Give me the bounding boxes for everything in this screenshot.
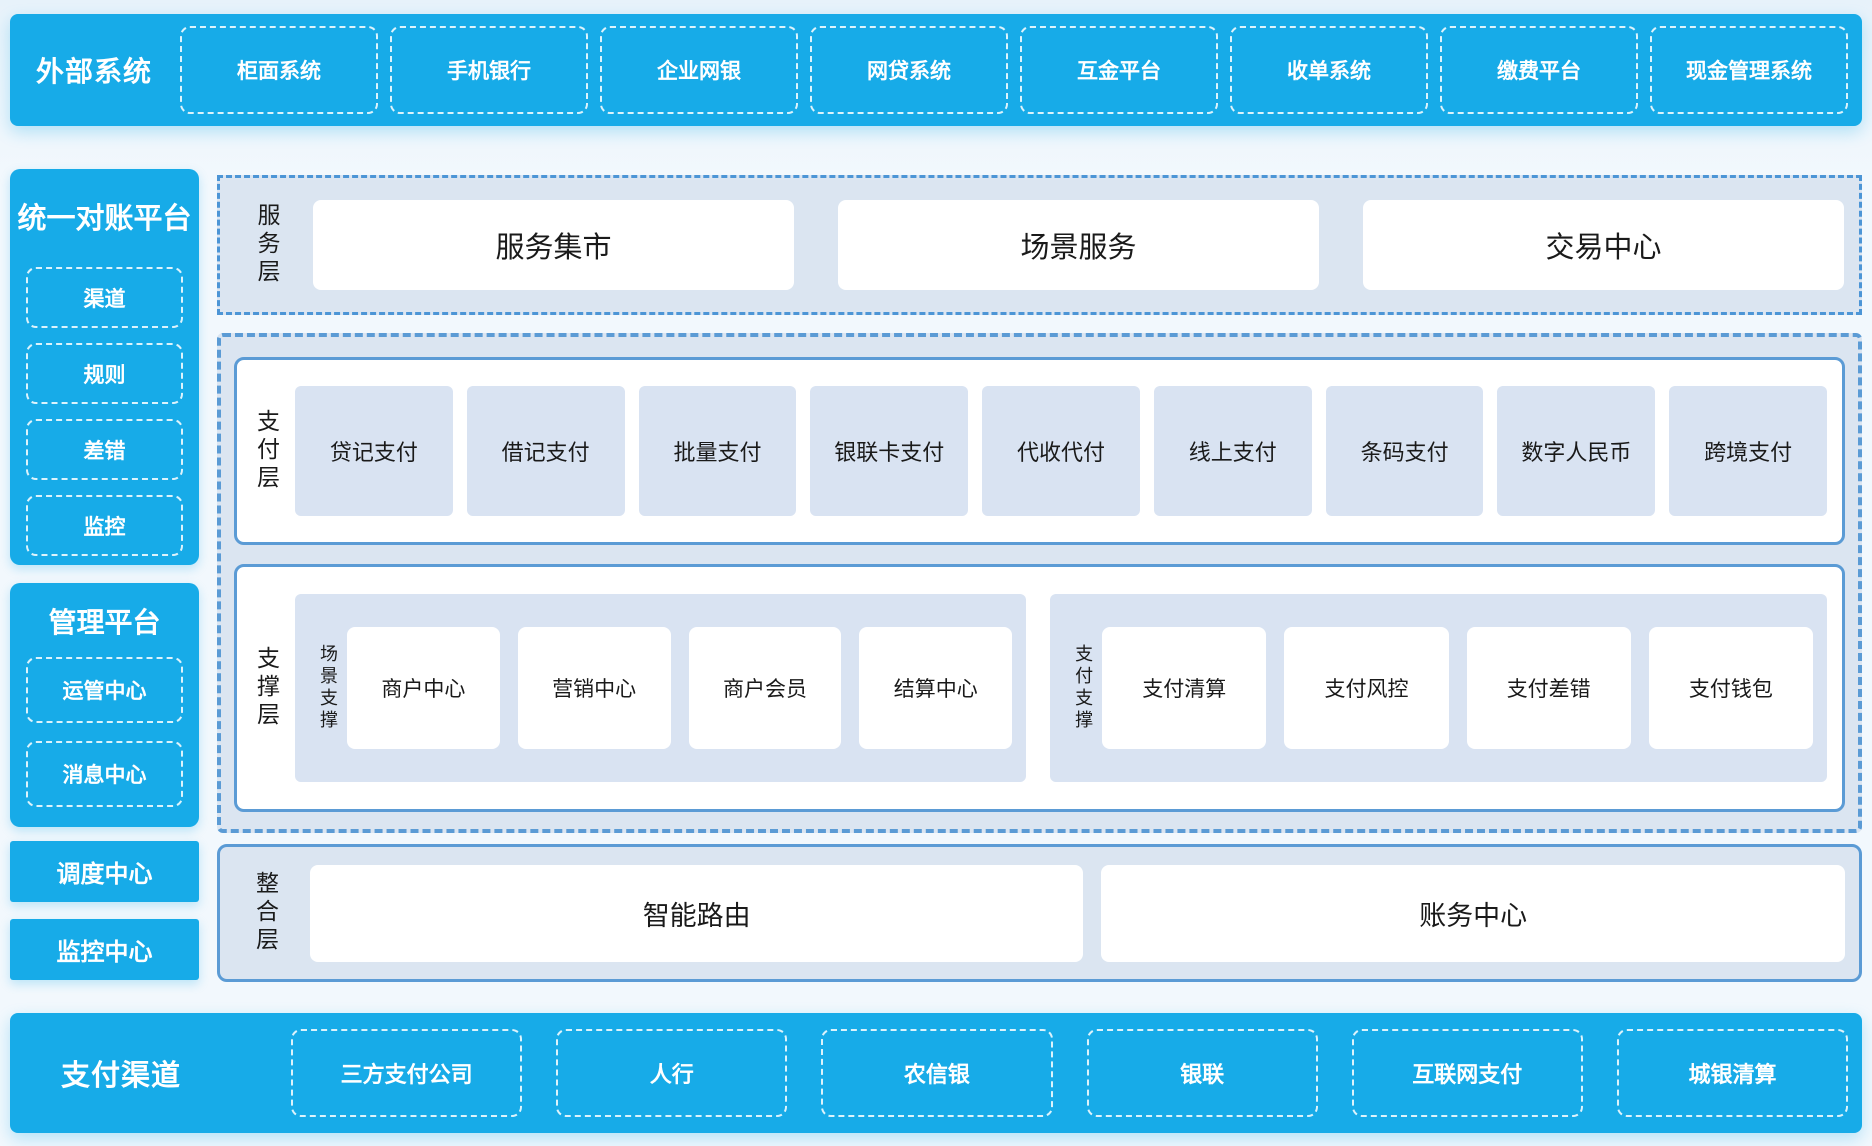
support-layer-label: 支撑层: [253, 646, 280, 730]
dispatch-center-box: 调度中心: [10, 841, 199, 902]
external-system-item: 互金平台: [1020, 26, 1219, 114]
service-item: 服务集市: [313, 200, 794, 290]
payment-channels-title: 支付渠道: [60, 1060, 181, 1092]
payment-item: 银联卡支付: [810, 386, 969, 516]
payment-channel-item: 人行: [556, 1029, 788, 1117]
scene-support-label: 场景支撑: [318, 644, 338, 732]
reconciliation-items: 渠道 规则 差错 监控: [10, 267, 199, 556]
external-systems-banner: 外部系统 柜面系统 手机银行 企业网银 网贷系统 互金平台 收单系统 缴费平台 …: [10, 14, 1862, 126]
reconciliation-item: 差错: [26, 419, 183, 480]
integration-item: 账务中心: [1101, 864, 1845, 962]
payment-item: 贷记支付: [295, 386, 453, 516]
integration-layer-items: 智能路由 账务中心: [310, 864, 1845, 962]
external-system-item: 企业网银: [600, 26, 799, 114]
payment-layer-label-cell: 支付层: [237, 409, 295, 493]
integration-layer: 整合层 智能路由 账务中心: [217, 844, 1862, 982]
integration-layer-label: 整合层: [252, 871, 279, 955]
support-layer-groups: 场景支撑 商户中心 营销中心 商户会员 结算中心 支付支撑 支付清算: [295, 594, 1827, 782]
payment-channel-item: 银联: [1086, 1029, 1318, 1117]
service-item: 场景服务: [838, 200, 1319, 290]
payment-layer-label: 支付层: [253, 409, 280, 493]
service-item: 交易中心: [1363, 200, 1844, 290]
reconciliation-item: 渠道: [26, 267, 183, 328]
scene-support-group: 场景支撑 商户中心 营销中心 商户会员 结算中心: [295, 594, 1027, 782]
external-systems-title: 外部系统: [36, 56, 153, 87]
service-layer-items: 服务集市 场景服务 交易中心: [313, 200, 1844, 290]
payment-channels-banner: 支付渠道 三方支付公司 人行 农信银 银联 互联网支付 城银清算: [10, 1013, 1862, 1133]
payment-layer-items: 贷记支付 借记支付 批量支付 银联卡支付 代收代付 线上支付 条码支付 数字人民…: [295, 386, 1828, 516]
core-layers-container: 支付层 贷记支付 借记支付 批量支付 银联卡支付 代收代付 线上支付 条码支付 …: [217, 333, 1862, 833]
payment-support-group: 支付支撑 支付清算 支付风控 支付差错 支付钱包: [1050, 594, 1827, 782]
payment-item: 线上支付: [1153, 386, 1312, 516]
management-item: 消息中心: [26, 741, 183, 807]
payment-item: 数字人民币: [1497, 386, 1656, 516]
external-system-item: 网贷系统: [810, 26, 1009, 114]
support-layer-label-cell: 支撑层: [237, 646, 295, 730]
payment-channel-item: 城银清算: [1616, 1029, 1849, 1117]
payment-support-item: 支付差错: [1466, 627, 1631, 749]
payment-item: 条码支付: [1325, 386, 1484, 516]
payment-support-label: 支付支撑: [1073, 644, 1094, 732]
payment-item: 跨境支付: [1669, 386, 1828, 516]
scene-support-item: 商户会员: [688, 627, 842, 749]
scene-support-label-cell: 场景支撑: [309, 644, 347, 732]
payment-support-item: 支付钱包: [1648, 627, 1814, 749]
external-system-item: 收单系统: [1230, 26, 1429, 114]
service-layer-label-cell: 服务层: [220, 203, 313, 287]
integration-layer-label-cell: 整合层: [220, 871, 310, 955]
payment-item: 代收代付: [982, 386, 1140, 516]
payment-channel-item: 互联网支付: [1351, 1029, 1583, 1117]
reconciliation-platform-panel: 统一对账平台 渠道 规则 差错 监控: [10, 169, 199, 565]
management-platform-panel: 管理平台 运管中心 消息中心: [10, 583, 199, 827]
integration-item: 智能路由: [310, 864, 1084, 962]
external-system-item: 现金管理系统: [1650, 26, 1849, 114]
reconciliation-platform-title: 统一对账平台: [17, 203, 192, 235]
service-layer-label: 服务层: [254, 203, 280, 287]
scene-support-item: 营销中心: [517, 627, 671, 749]
service-layer: 服务层 服务集市 场景服务 交易中心: [217, 175, 1862, 315]
payment-item: 批量支付: [638, 386, 797, 516]
external-system-item: 缴费平台: [1440, 26, 1639, 114]
monitor-center-box: 监控中心: [10, 919, 199, 980]
payment-layer: 支付层 贷记支付 借记支付 批量支付 银联卡支付 代收代付 线上支付 条码支付 …: [234, 357, 1845, 545]
payment-channel-item: 农信银: [821, 1029, 1053, 1117]
scene-support-item: 结算中心: [859, 627, 1013, 749]
external-system-item: 手机银行: [390, 26, 589, 114]
management-items: 运管中心 消息中心: [10, 657, 199, 807]
payment-item: 借记支付: [466, 386, 625, 516]
payment-support-label-cell: 支付支撑: [1064, 644, 1102, 732]
management-platform-title: 管理平台: [48, 607, 161, 638]
support-layer: 支撑层 场景支撑 商户中心 营销中心 商户会员 结算中心 支付支: [234, 564, 1845, 812]
payment-channel-item: 三方支付公司: [291, 1029, 523, 1117]
management-item: 运管中心: [26, 657, 183, 723]
reconciliation-item: 监控: [26, 495, 183, 556]
external-systems-items: 柜面系统 手机银行 企业网银 网贷系统 互金平台 收单系统 缴费平台 现金管理系…: [180, 26, 1849, 114]
payment-channels-items: 三方支付公司 人行 农信银 银联 互联网支付 城银清算: [291, 1029, 1849, 1117]
payment-support-item: 支付风控: [1284, 627, 1449, 749]
external-system-item: 柜面系统: [180, 26, 379, 114]
scene-support-items: 商户中心 营销中心 商户会员 结算中心: [347, 627, 1013, 749]
payment-support-items: 支付清算 支付风控 支付差错 支付钱包: [1102, 627, 1814, 749]
scene-support-item: 商户中心: [347, 627, 500, 749]
payment-support-item: 支付清算: [1102, 627, 1267, 749]
reconciliation-item: 规则: [26, 343, 183, 404]
